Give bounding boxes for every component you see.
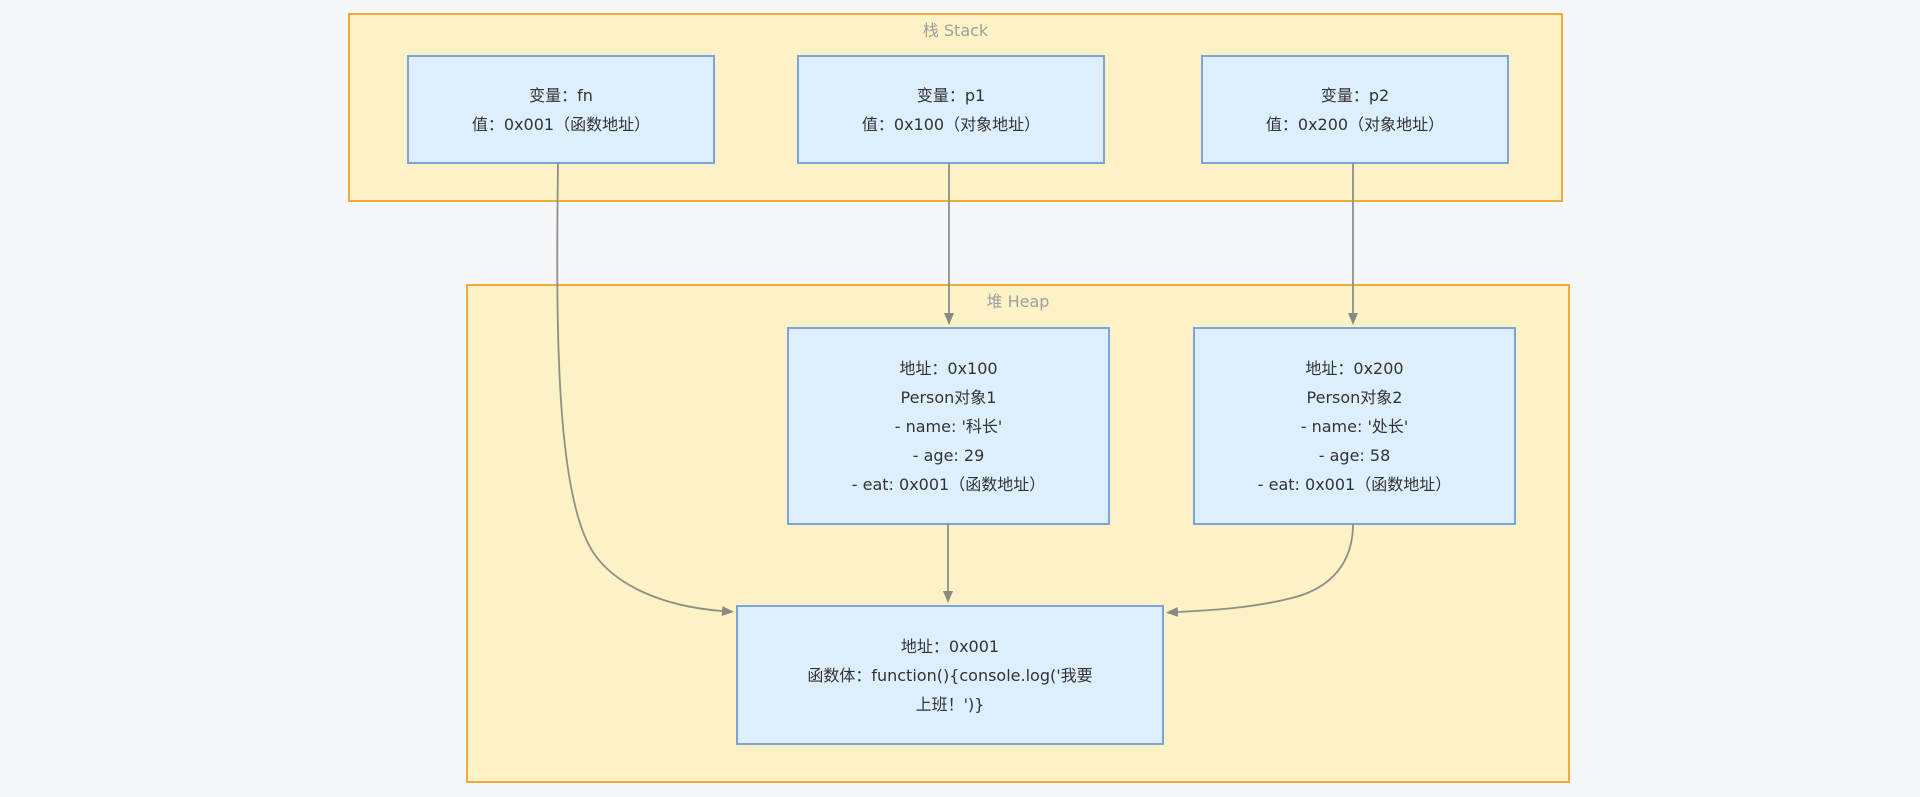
node-text-line: 值：0x001（函数地址） [471,114,651,134]
node-text-line: 值：0x200（对象地址） [1265,114,1445,134]
heap-node-person1: 地址：0x100 Person对象1 - name: '科长' - age: 2… [787,327,1110,525]
heap-node-person2: 地址：0x200 Person对象2 - name: '处长' - age: 5… [1193,327,1516,525]
node-text-line: 地址：0x200 [1305,358,1404,378]
node-text-line: 上班！')} [915,694,985,714]
node-text-line: 地址：0x100 [899,358,998,378]
stack-node-p1: 变量：p1 值：0x100（对象地址） [797,55,1105,164]
heap-node-function: 地址：0x001 函数体：function(){console.log('我要 … [736,605,1164,745]
node-text-line: 变量：p2 [1320,85,1390,105]
node-text-line: Person对象1 [900,387,997,407]
node-text-line: - eat: 0x001（函数地址） [851,474,1046,494]
stack-node-fn: 变量：fn 值：0x001（函数地址） [407,55,715,164]
node-text-line: 函数体：function(){console.log('我要 [807,665,1093,685]
node-text-line: - name: '处长' [1300,416,1409,436]
stack-node-p2: 变量：p2 值：0x200（对象地址） [1201,55,1509,164]
node-text-line: - name: '科长' [894,416,1003,436]
node-text-line: 值：0x100（对象地址） [861,114,1041,134]
node-text-line: 变量：fn [529,85,593,105]
node-text-line: - eat: 0x001（函数地址） [1257,474,1452,494]
heap-group-title: 堆 Heap [986,292,1050,311]
node-text-line: 变量：p1 [916,85,986,105]
stack-group-title: 栈 Stack [922,21,989,40]
node-text-line: - age: 58 [1318,445,1391,465]
stack-group: 栈 Stack 变量：fn 值：0x001（函数地址） 变量：p1 值：0x10… [348,13,1563,202]
node-text-line: - age: 29 [912,445,985,465]
heap-group: 堆 Heap 地址：0x100 Person对象1 - name: '科长' -… [466,284,1570,783]
node-text-line: 地址：0x001 [900,636,1000,656]
node-text-line: Person对象2 [1306,387,1403,407]
